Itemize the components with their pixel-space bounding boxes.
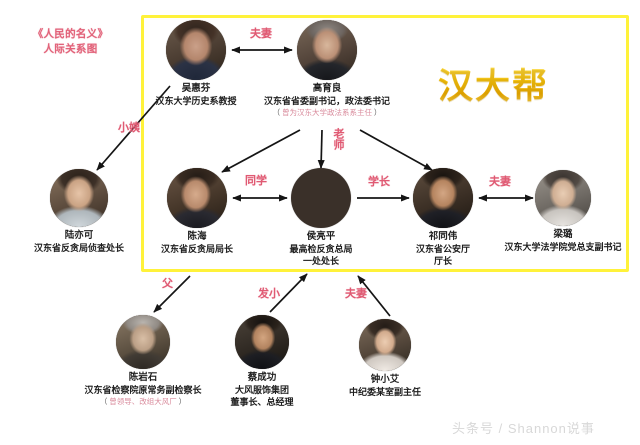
person-role-line2: 一处处长 [302, 256, 339, 266]
avatar [297, 20, 357, 80]
person-role: 汉东省公安厅 [415, 244, 470, 254]
person-name: 高育良 [312, 84, 342, 94]
relation-label-fuqi-qi-liang: 夫妻 [489, 176, 511, 188]
person-node-lu-yike[interactable]: 陆亦可 汉东省反贪局侦查处长 [9, 169, 149, 254]
portrait-image [291, 168, 351, 228]
person-name: 陈岩石 [128, 373, 158, 383]
person-role-line2: 厅长 [433, 256, 452, 266]
person-role: 汉东大学历史系教授 [155, 96, 237, 106]
portrait-image [297, 20, 357, 80]
person-role: 中纪委某室副主任 [348, 387, 421, 397]
portrait-image [50, 169, 108, 227]
person-node-hou-liangping[interactable]: 侯亮平 最高检反贪总局 一处处长 [251, 168, 391, 267]
person-role: 大风服饰集团 [234, 385, 289, 395]
page-title: 《人民的名义》 人际关系图 [18, 27, 123, 57]
person-note: （ 曾为汉东大学政法系系主任 ） [217, 107, 437, 118]
note-close-paren: ） [176, 397, 187, 406]
portrait-image [359, 319, 411, 371]
avatar [235, 315, 289, 369]
person-note: （ 曾领导、改组大风厂 ） [68, 396, 218, 407]
person-name: 祁同伟 [428, 232, 458, 242]
portrait-image [235, 315, 289, 369]
avatar [359, 319, 411, 371]
person-role-line2: 董事长、总经理 [230, 397, 294, 407]
relation-label-laoshi: 老师 [332, 128, 344, 150]
relation-label-xuezhang: 学长 [368, 176, 390, 188]
person-name: 陈海 [187, 232, 207, 242]
person-name: 侯亮平 [306, 232, 336, 242]
person-role: 汉东省反贪局侦查处长 [33, 243, 124, 253]
person-name: 梁璐 [553, 230, 573, 240]
avatar [167, 168, 227, 228]
relation-label-fuqi-wu-gao: 夫妻 [250, 28, 272, 40]
watermark: 头条号 / Shannon说事 [452, 421, 595, 436]
portrait-image [116, 315, 170, 369]
avatar [50, 169, 108, 227]
person-name: 蔡成功 [247, 373, 277, 383]
person-name: 陆亦可 [64, 231, 94, 241]
avatar [166, 20, 226, 80]
avatar [413, 168, 473, 228]
person-role: 汉东省检察院原常务副检察长 [84, 385, 202, 395]
note-text: 曾领导、改组大风厂 [109, 397, 177, 406]
relation-label-fu: 父 [162, 278, 173, 290]
person-node-chen-hai[interactable]: 陈海 汉东省反贪局局长 [127, 168, 267, 255]
note-text: 曾为汉东大学政法系系主任 [282, 108, 372, 117]
relation-label-faxiao: 发小 [258, 288, 280, 300]
portrait-image [413, 168, 473, 228]
person-node-wu-huifen[interactable]: 吴惠芬 汉东大学历史系教授 [126, 20, 266, 107]
relation-label-xiaoyi: 小姨 [118, 122, 140, 134]
person-role: 汉东省省委副书记，政法委书记 [263, 96, 390, 106]
group-label-han-da-gang: 汉大帮 [438, 58, 549, 109]
portrait-image [535, 170, 591, 226]
relation-label-fuqi-hou-zhong: 夫妻 [345, 288, 367, 300]
person-name: 钟小艾 [370, 375, 400, 385]
person-role: 最高检反贪总局 [289, 244, 353, 254]
page-title-line2: 人际关系图 [43, 44, 98, 55]
person-node-qi-tongwei[interactable]: 祁同伟 汉东省公安厅 厅长 [373, 168, 513, 267]
person-role: 汉东省反贪局局长 [160, 244, 233, 254]
person-node-chen-yanshi[interactable]: 陈岩石 汉东省检察院原常务副检察长 （ 曾领导、改组大风厂 ） [68, 315, 218, 407]
avatar [116, 315, 170, 369]
person-node-zhong-xiaoai[interactable]: 钟小艾 中纪委某室副主任 [320, 319, 450, 398]
portrait-image [166, 20, 226, 80]
avatar [535, 170, 591, 226]
page-title-line1: 《人民的名义》 [32, 29, 109, 40]
person-name: 吴惠芬 [181, 84, 211, 94]
avatar [291, 168, 351, 228]
note-open-paren: （ [272, 108, 282, 117]
person-role: 汉东大学法学院党总支副书记 [504, 242, 622, 252]
note-close-paren: ） [372, 108, 382, 117]
note-open-paren: （ [99, 397, 110, 406]
person-node-gao-yuliang[interactable]: 高育良 汉东省省委副书记，政法委书记 （ 曾为汉东大学政法系系主任 ） [217, 20, 437, 118]
person-node-cai-chenggong[interactable]: 蔡成功 大风服饰集团 董事长、总经理 [197, 315, 327, 408]
portrait-image [167, 168, 227, 228]
person-node-liang-lu[interactable]: 梁璐 汉东大学法学院党总支副书记 [478, 170, 640, 253]
relation-label-tongxue: 同学 [245, 175, 267, 187]
